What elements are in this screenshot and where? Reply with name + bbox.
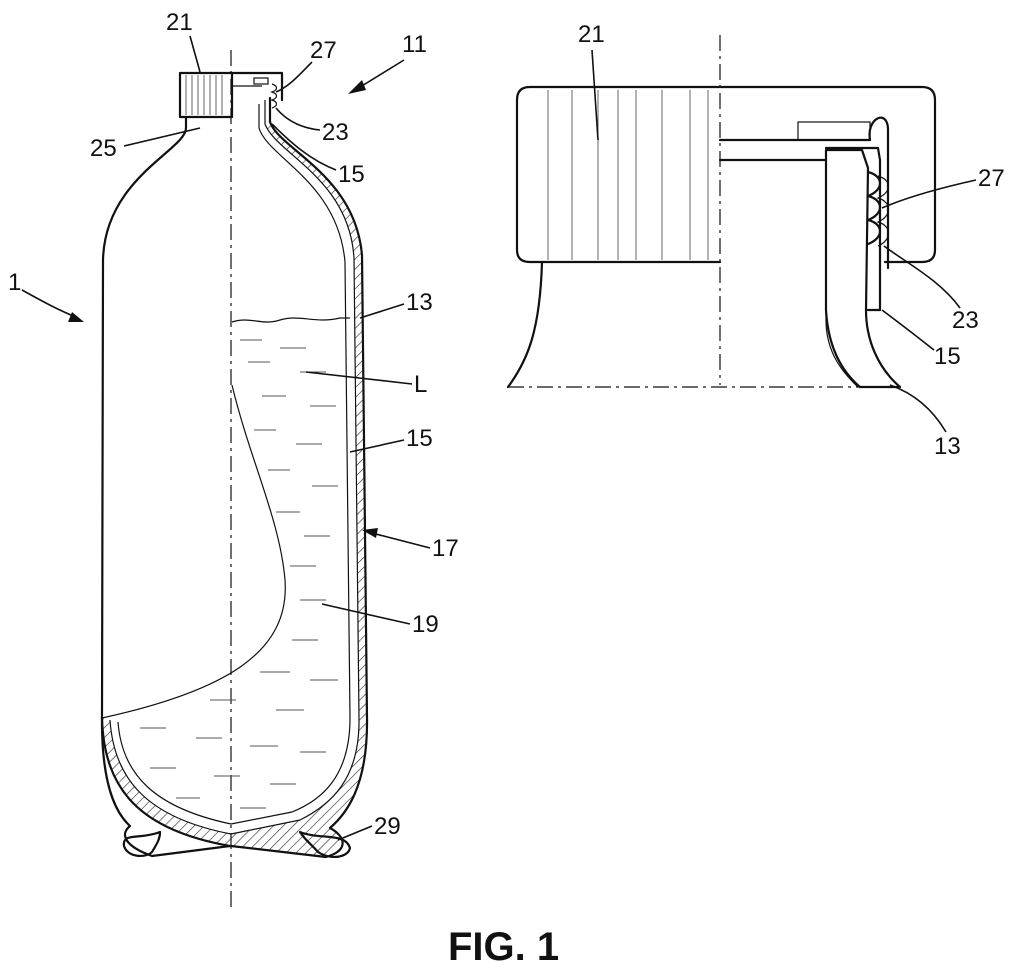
label-1: 1: [8, 269, 21, 296]
label-21-left: 21: [166, 9, 193, 36]
liquid-fill: [140, 339, 338, 809]
cutaway-edge: [101, 384, 286, 719]
label-L: L: [414, 371, 427, 398]
outer-wall-inner: [230, 100, 360, 835]
label-23-right: 23: [952, 307, 979, 334]
figure-caption: FIG. 1: [448, 925, 559, 969]
bottle-foot: [298, 830, 352, 858]
bottle-cap: [178, 71, 284, 119]
label-13-left: 13: [406, 289, 433, 316]
bottle-outer-left: [100, 115, 232, 858]
detail-thread: [866, 170, 882, 246]
detail-neck-left: [506, 260, 544, 389]
label-19: 19: [412, 611, 439, 638]
detail-neck-wall: [824, 148, 902, 389]
label-17: 17: [432, 535, 459, 562]
detail-cap-outline: [515, 85, 937, 264]
label-27-right: 27: [978, 165, 1005, 192]
detail-liner: [824, 146, 882, 312]
liquid-surface: [231, 317, 350, 323]
reference-labels: 21 27 11 23 15 25 1 13 L 15 17 19 29 21: [8, 9, 1005, 841]
detail-cap-knurling: [547, 90, 709, 260]
bottle-foot-left: [122, 830, 162, 858]
cap-detail-view: [506, 35, 937, 389]
label-11: 11: [402, 31, 427, 58]
label-29: 29: [374, 813, 401, 840]
label-25: 25: [90, 135, 117, 162]
neck-thread: [270, 83, 278, 109]
inner-wall: [230, 104, 351, 825]
label-13-right: 13: [934, 433, 961, 460]
label-15-mid: 15: [406, 425, 433, 452]
label-21-right: 21: [578, 21, 605, 48]
label-15-top: 15: [338, 161, 365, 188]
label-27-left: 27: [310, 37, 337, 64]
label-15-right: 15: [934, 343, 961, 370]
label-23-left: 23: [322, 119, 349, 146]
bottle-view: [100, 50, 369, 910]
